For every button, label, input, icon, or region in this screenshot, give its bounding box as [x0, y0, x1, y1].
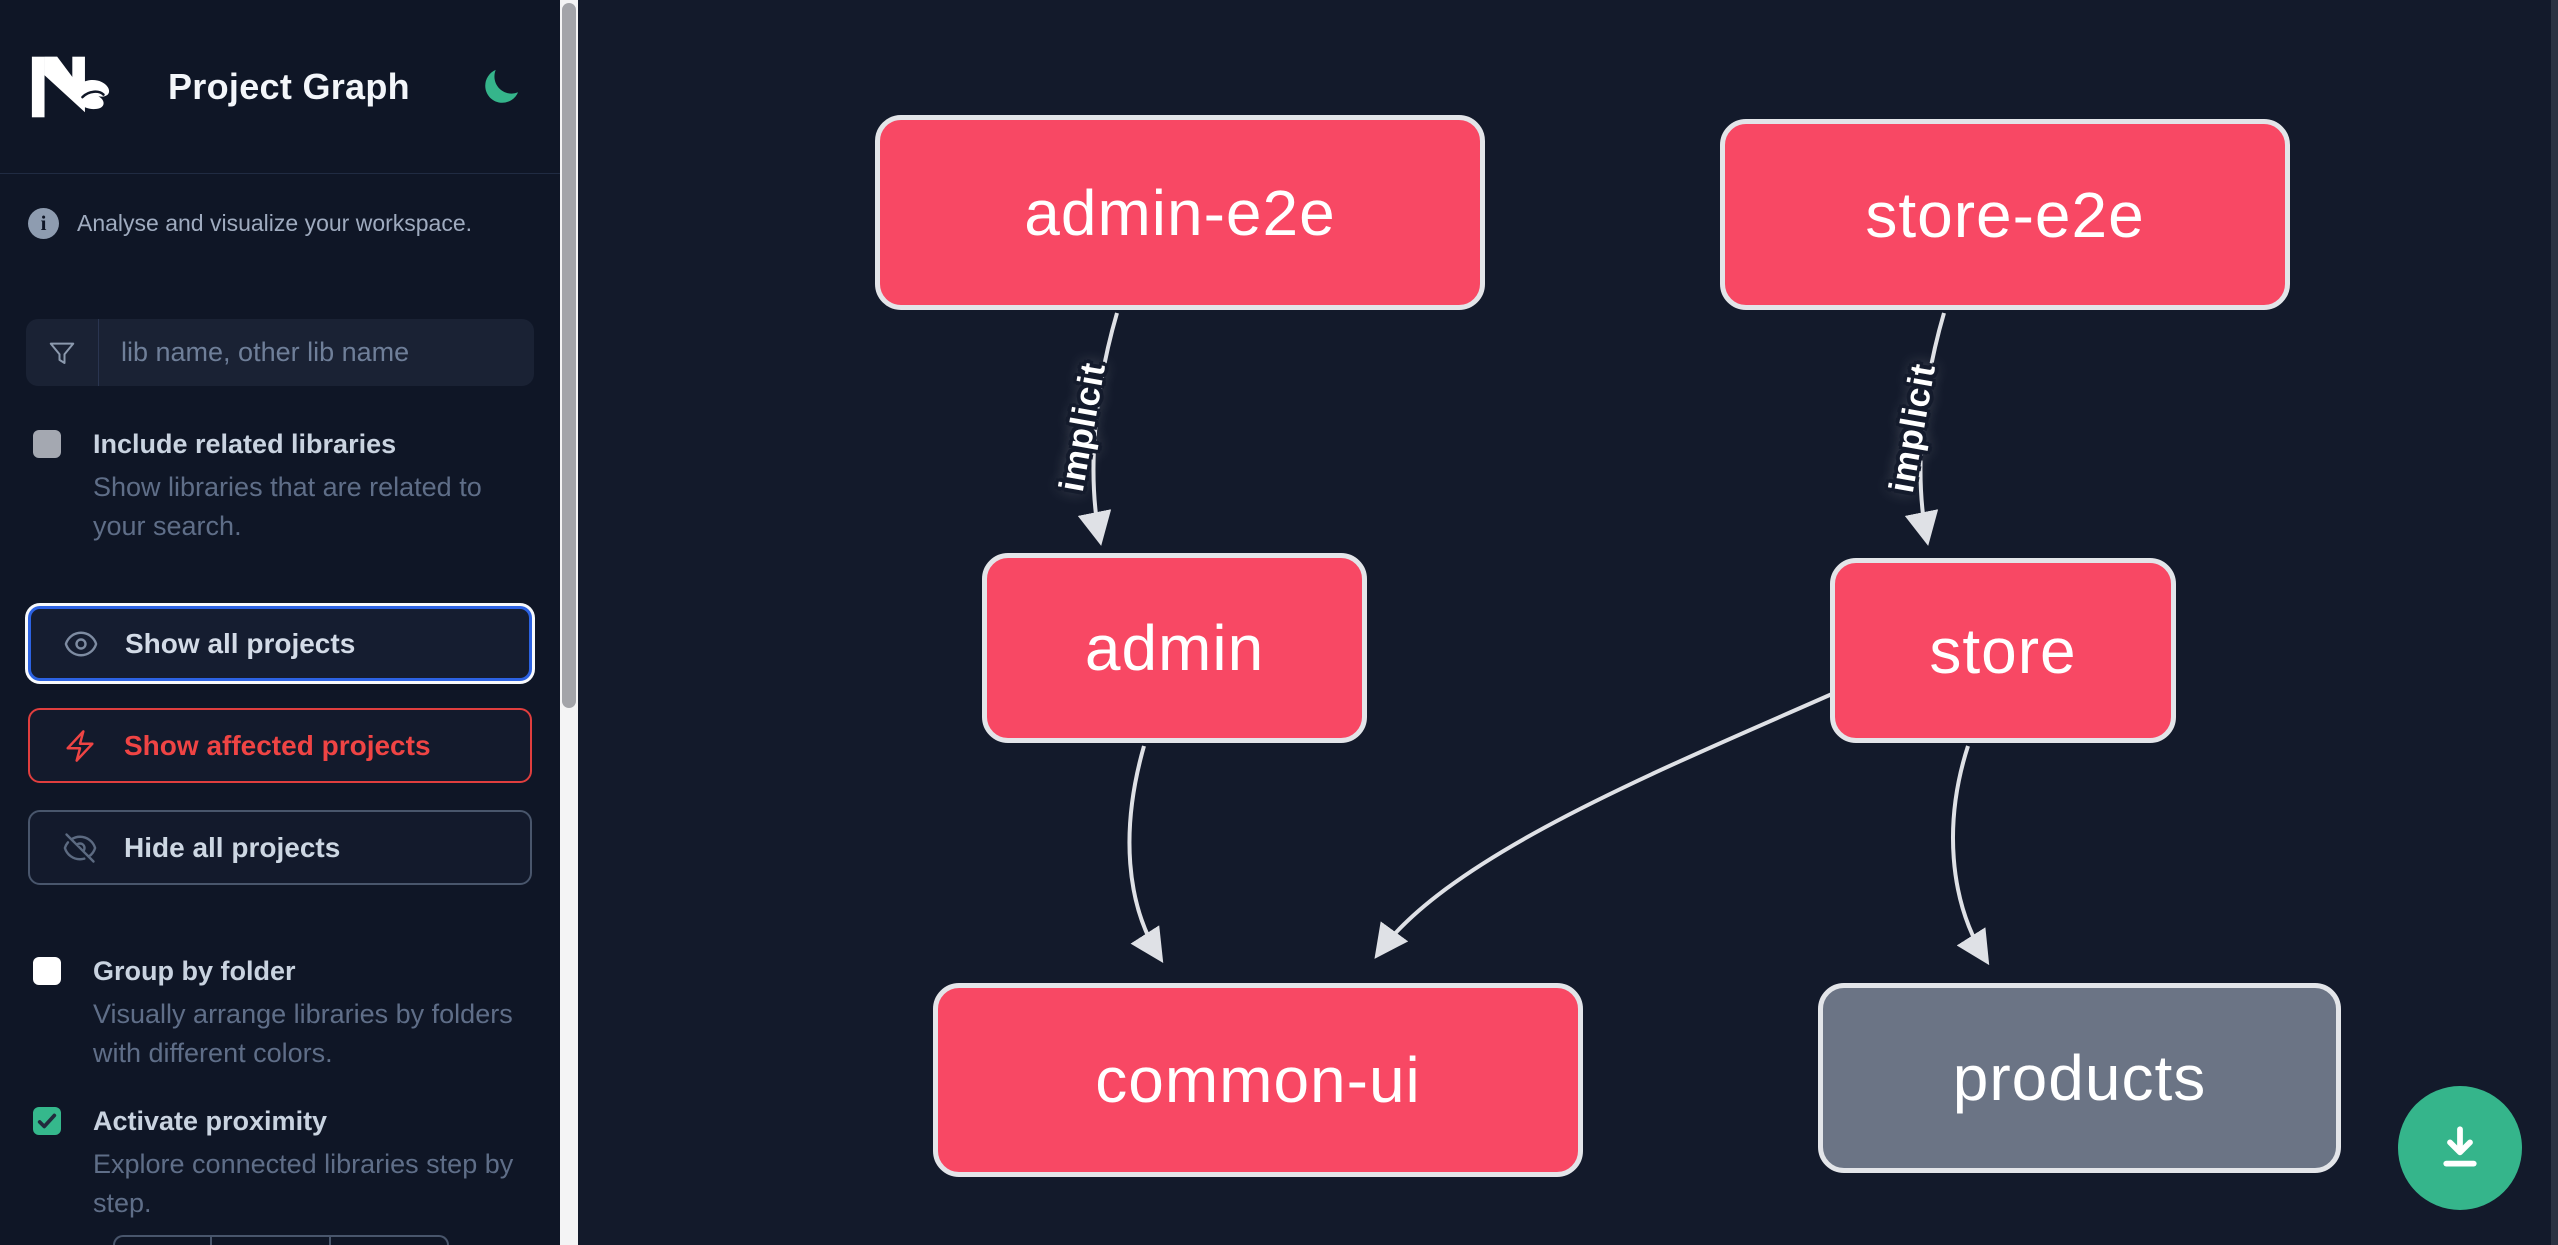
option-description: Visually arrange libraries by folders wi…: [93, 999, 513, 1068]
show-affected-projects-button[interactable]: Show affected projects: [28, 708, 532, 783]
option-row[interactable]: Activate proximity Explore connected lib…: [0, 1103, 560, 1223]
graph-node-store[interactable]: store: [1830, 558, 2176, 743]
theme-toggle-moon-icon[interactable]: [480, 65, 524, 109]
tagline-text: Analyse and visualize your workspace.: [77, 210, 473, 236]
graph-node-admin-e2e[interactable]: admin-e2e: [875, 115, 1485, 310]
button-label: Show affected projects: [124, 729, 431, 761]
stepper-decrement[interactable]: [115, 1237, 212, 1245]
graph-node-store-e2e[interactable]: store-e2e: [1720, 119, 2290, 310]
option-text: Include related libraries Show libraries…: [93, 426, 530, 546]
checkbox-activate-proximity[interactable]: [33, 1107, 61, 1135]
filter-funnel-icon: [26, 319, 99, 386]
download-icon: [2443, 1126, 2477, 1167]
eye-icon: [64, 631, 98, 656]
bolt-icon: [66, 729, 94, 762]
hide-all-projects-button[interactable]: Hide all projects: [28, 810, 532, 885]
option-text: Activate proximity Explore connected lib…: [93, 1103, 530, 1223]
proximity-stepper[interactable]: [113, 1235, 449, 1245]
button-label: Show all projects: [125, 627, 356, 659]
option-text: Group by folder Visually arrange librari…: [93, 953, 530, 1073]
search-input[interactable]: [99, 319, 534, 386]
project-actions: Show all projects Show affected projects…: [0, 606, 560, 885]
download-graph-button[interactable]: [2398, 1086, 2522, 1210]
option-label: Group by folder: [93, 956, 296, 986]
sidebar-scrollbar[interactable]: [560, 0, 578, 1245]
graph-node-common-ui[interactable]: common-ui: [933, 983, 1583, 1177]
show-all-projects-button[interactable]: Show all projects: [28, 606, 532, 681]
stepper-increment[interactable]: [331, 1237, 447, 1245]
graph-node-admin[interactable]: admin: [982, 553, 1367, 743]
stepper-value: [212, 1237, 331, 1245]
sidebar: Project Graph i Analyse and visualize yo…: [0, 0, 560, 1245]
tagline-row: i Analyse and visualize your workspace.: [0, 174, 560, 239]
sidebar-scrollbar-thumb[interactable]: [562, 3, 576, 708]
page-scrollbar[interactable]: [2551, 0, 2558, 1245]
option-row[interactable]: Include related libraries Show libraries…: [0, 426, 560, 546]
nx-logo-icon: [30, 55, 118, 119]
checkbox-include-related[interactable]: [33, 430, 61, 458]
graph-node-products[interactable]: products: [1818, 983, 2341, 1173]
option-description: Explore connected libraries step by step…: [93, 1149, 514, 1218]
option-label: Activate proximity: [93, 1106, 328, 1136]
eye-off-icon: [63, 832, 97, 863]
option-description: Show libraries that are related to your …: [93, 472, 482, 541]
option-label: Include related libraries: [93, 429, 397, 459]
search-bar: [26, 319, 534, 386]
button-label: Hide all projects: [124, 831, 341, 863]
info-icon: i: [28, 208, 59, 239]
option-row[interactable]: Group by folder Visually arrange librari…: [0, 953, 560, 1073]
page-title: Project Graph: [168, 65, 410, 107]
sidebar-header: Project Graph: [0, 0, 560, 174]
checkbox-group-by-folder[interactable]: [33, 957, 61, 985]
